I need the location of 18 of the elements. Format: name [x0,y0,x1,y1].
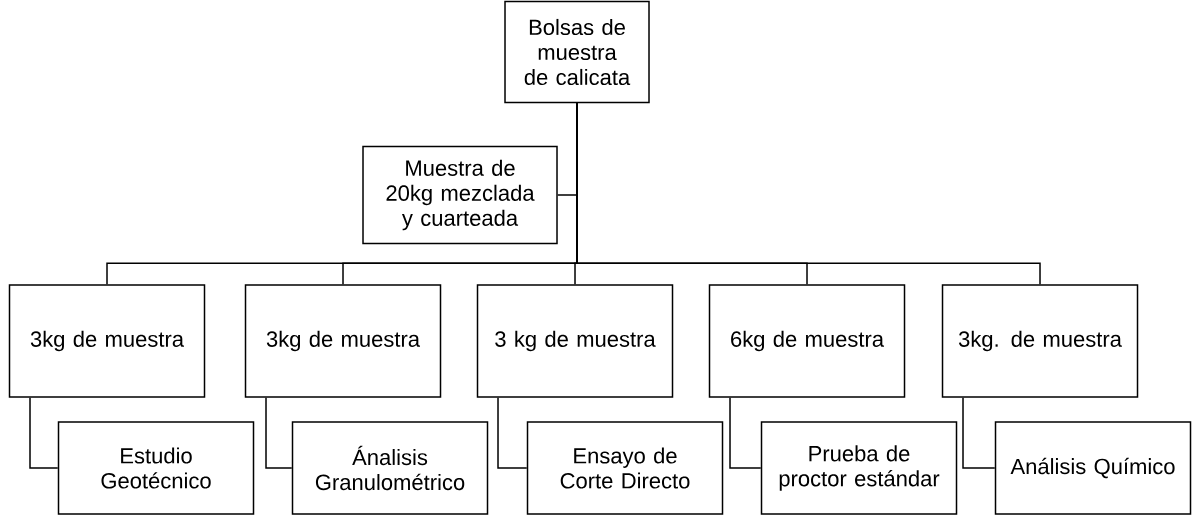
process-box: 3kg de muestra [8,284,206,398]
process-box: 3 kg de muestra [476,284,674,398]
connector-line [729,397,762,469]
process-box: Muestra de 20kg mezclada y cuarteada [362,145,558,245]
connector-line [962,397,996,469]
process-box: 3kg. de muestra [941,284,1139,398]
process-box: Bolsas de muestra de calicata [504,0,650,104]
connector-line [265,397,293,469]
process-box: Ensayo de Corte Directo [526,421,724,515]
process-box: Estudio Geotécnico [57,421,255,515]
process-box: Análisis Químico [994,421,1192,515]
process-box: Ánalisis Granulométrico [291,421,489,515]
process-box: Prueba de proctor estándar [760,421,958,515]
connector-line [29,397,59,469]
process-box: 3kg de muestra [244,284,442,398]
connector-line [497,397,528,469]
process-box: 6kg de muestra [708,284,906,398]
connector-line [576,102,1041,285]
